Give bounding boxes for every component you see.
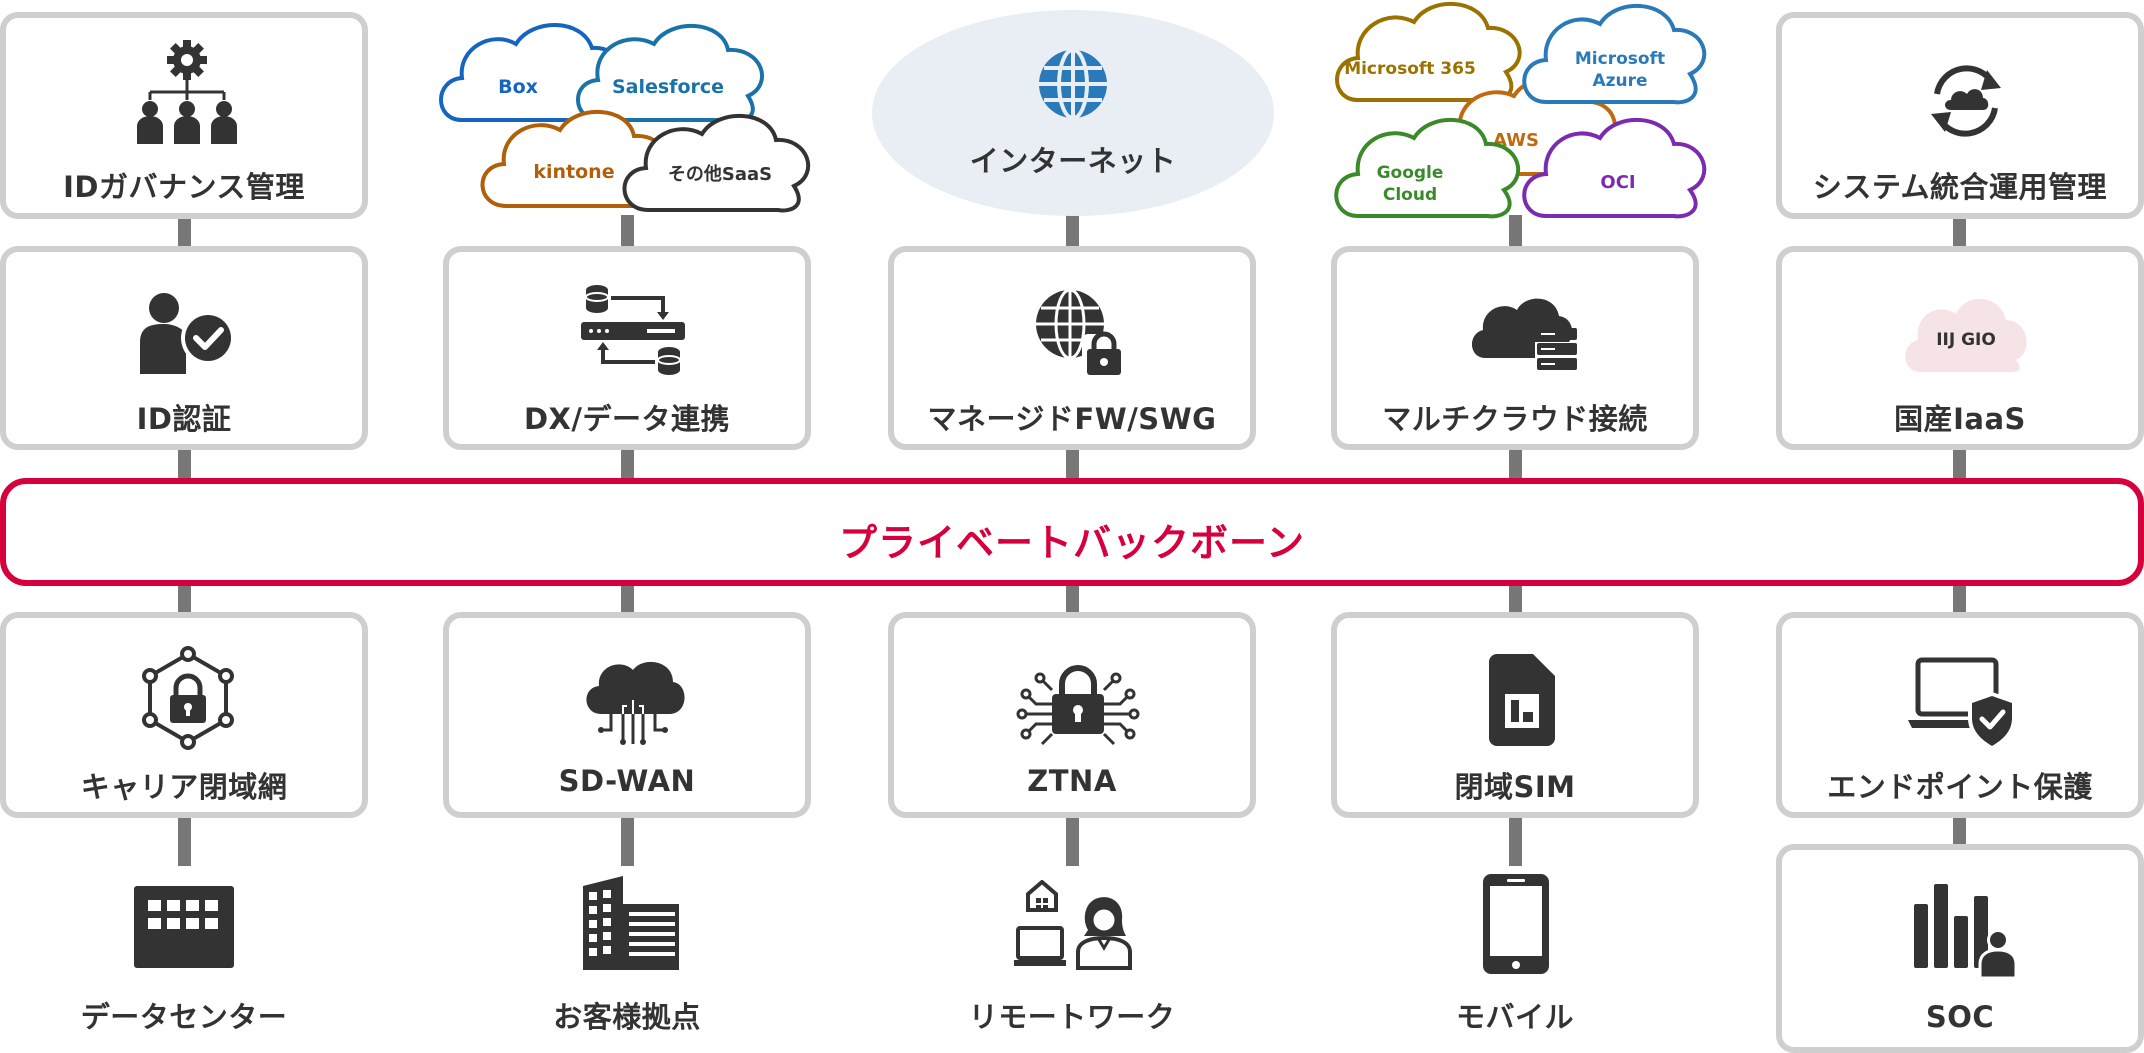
ztna-box: ZTNA	[888, 612, 1256, 818]
sdwan-box: SD-WAN	[443, 612, 811, 818]
ztna-label: ZTNA	[1027, 764, 1117, 798]
id-governance-box: IDガバナンス管理	[0, 12, 368, 219]
connector	[1953, 446, 1966, 482]
connector	[178, 215, 191, 251]
google-cloud-cloud: Google Cloud	[1334, 117, 1521, 219]
globe-icon	[1039, 48, 1107, 120]
connector	[1509, 812, 1522, 866]
managed-fw-label: マネージドFW/SWG	[927, 402, 1217, 436]
soc-analyst-icon	[1914, 884, 2018, 980]
connector	[1509, 582, 1522, 616]
connector	[1066, 812, 1079, 866]
public-cloud-cluster: Microsoft 365 AWS Microsoft Azure Google…	[1334, 1, 1707, 219]
laptop-shield-icon	[1908, 657, 2016, 750]
microsoft365-cloud-label: Microsoft 365	[1344, 59, 1476, 79]
box-cloud-label: Box	[498, 76, 538, 98]
id-governance-label: IDガバナンス管理	[63, 170, 305, 204]
connector	[1953, 582, 1966, 616]
internet-label: インターネット	[969, 144, 1177, 178]
office-building-icon	[583, 876, 679, 970]
lock-network-icon	[142, 646, 234, 750]
connector	[1509, 446, 1522, 482]
carrier-network-label: キャリア閉域網	[80, 770, 288, 804]
datacenter-label: データセンター	[80, 1000, 288, 1034]
iij-gio-label: IIJ GIO	[1936, 330, 1996, 350]
soc-box: SOC	[1776, 844, 2144, 1053]
multicloud-label: マルチクラウド接続	[1382, 402, 1648, 436]
salesforce-cloud: Salesforce	[576, 23, 765, 123]
connector	[1066, 215, 1079, 251]
internet-ellipse: インターネット	[872, 10, 1274, 216]
system-management-box: システム統合運用管理	[1776, 12, 2144, 219]
azure-cloud: Microsoft Azure	[1522, 3, 1707, 105]
salesforce-cloud-label: Salesforce	[612, 76, 724, 98]
lock-chip-icon	[1016, 665, 1140, 746]
remote-work-node: リモートワーク	[888, 866, 1256, 1046]
cloud-server-icon	[1471, 298, 1577, 370]
oci-cloud-label: OCI	[1600, 172, 1635, 193]
endpoint-protection-box: エンドポイント保護	[1776, 612, 2144, 818]
datacenter-node: データセンター	[0, 866, 368, 1046]
closed-sim-label: 閉域SIM	[1454, 770, 1576, 804]
oci-cloud: OCI	[1522, 117, 1707, 219]
connector	[1066, 446, 1079, 482]
iij-gio-badge: IIJ GIO	[1900, 290, 2032, 374]
sim-card-icon	[1489, 654, 1555, 746]
private-backbone-label: プライベートバックボーン	[838, 521, 1306, 565]
google-cloud-label-line2: Cloud	[1383, 185, 1437, 205]
domestic-iaas-label: 国産IaaS	[1894, 402, 2026, 436]
connector	[178, 582, 191, 616]
connector	[1066, 582, 1079, 616]
private-backbone-bar: プライベートバックボーン	[0, 478, 2144, 586]
cloud-cycle-icon	[1931, 65, 2001, 137]
carrier-network-box: キャリア閉域網	[0, 612, 368, 818]
dx-box: DX/データ連携	[443, 246, 811, 450]
connector	[1509, 215, 1522, 251]
other-saas-cloud-label: その他SaaS	[668, 163, 772, 185]
microsoft365-cloud: Microsoft 365	[1335, 1, 1522, 103]
soc-label: SOC	[1925, 1000, 1995, 1034]
connector	[621, 446, 634, 482]
connector	[621, 215, 634, 251]
sdwan-label: SD-WAN	[558, 764, 696, 798]
saas-cloud-cluster: Box Salesforce kintone その他SaaS	[439, 23, 811, 213]
dx-label: DX/データ連携	[523, 402, 731, 436]
cloud-circuit-icon	[586, 661, 685, 745]
domestic-iaas-box: IIJ GIO 国産IaaS	[1776, 246, 2144, 450]
org-gear-icon	[137, 40, 237, 144]
google-cloud-label-line1: Google	[1377, 163, 1444, 183]
connector	[178, 446, 191, 482]
managed-fw-box: マネージドFW/SWG	[888, 246, 1256, 450]
globe-lock-icon	[1036, 288, 1126, 378]
mobile-node: モバイル	[1331, 866, 1699, 1046]
mobile-label: モバイル	[1455, 1000, 1574, 1034]
azure-cloud-label-line2: Azure	[1592, 71, 1647, 91]
id-auth-box: ID認証	[0, 246, 368, 450]
kintone-cloud-label: kintone	[533, 161, 614, 183]
pink-cloud-shape	[1905, 298, 2027, 372]
smartphone-icon	[1483, 874, 1549, 974]
datacenter-building-icon	[134, 886, 234, 968]
connector	[621, 582, 634, 616]
remote-work-label: リモートワーク	[968, 1000, 1176, 1034]
data-sync-icon	[581, 285, 685, 375]
endpoint-protection-label: エンドポイント保護	[1827, 770, 2093, 804]
multicloud-box: マルチクラウド接続	[1331, 246, 1699, 450]
user-check-icon	[140, 293, 235, 374]
other-saas-cloud: その他SaaS	[622, 113, 811, 213]
connector	[178, 812, 191, 866]
connector	[621, 812, 634, 866]
connector	[1953, 812, 1966, 846]
closed-sim-box: 閉域SIM	[1331, 612, 1699, 818]
office-label: お客様拠点	[553, 1000, 701, 1034]
kintone-cloud: kintone	[480, 109, 669, 209]
remote-work-icon	[1014, 880, 1132, 970]
azure-cloud-label-line1: Microsoft	[1575, 49, 1665, 69]
system-management-label: システム統合運用管理	[1812, 170, 2108, 204]
id-auth-label: ID認証	[136, 402, 232, 436]
office-node: お客様拠点	[443, 866, 811, 1046]
connector	[1953, 215, 1966, 251]
